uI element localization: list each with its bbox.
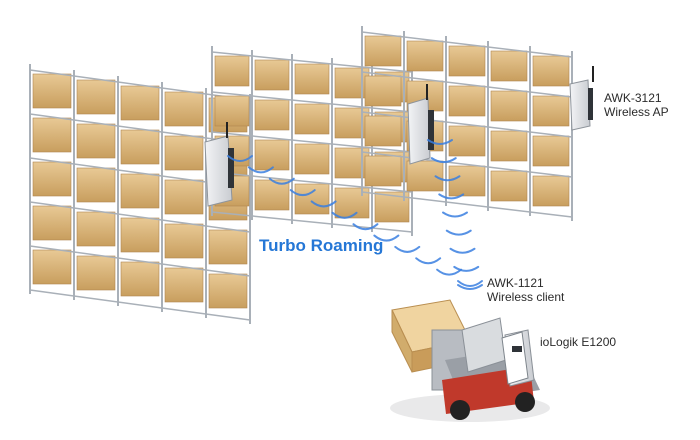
wireless-ap-device-3 [569,66,594,131]
client-label: AWK-1121 Wireless client [487,276,564,304]
ap-label: AWK-3121 Wireless AP [604,91,669,119]
warehouse-rack-left [29,64,251,324]
client-label-desc: Wireless client [487,290,565,304]
io-label-text: ioLogik E1200 [540,335,617,349]
signal-waves-icon [227,139,483,290]
ap-label-model: AWK-3121 [604,91,662,105]
io-module-icon [501,331,529,385]
client-label-model: AWK-1121 [487,276,544,290]
io-label: ioLogik E1200 [540,335,616,349]
wireless-ap-device-1 [204,122,234,207]
turbo-roaming-label: Turbo Roaming [259,236,384,255]
ap-label-desc: Wireless AP [604,105,669,119]
wireless-ap-device-2 [407,84,434,165]
